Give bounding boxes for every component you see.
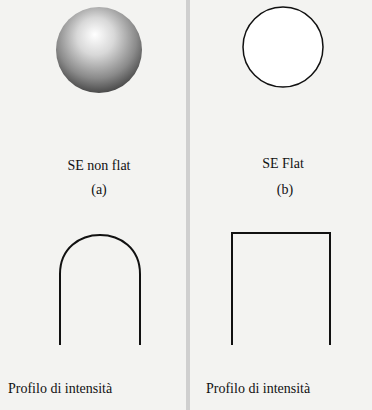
axis-caption: Profilo di intensità — [206, 381, 310, 398]
right-panel — [190, 0, 372, 410]
flat-disc — [243, 7, 323, 87]
panel-letter: (a) — [91, 182, 107, 199]
curved-profile — [60, 235, 140, 345]
left-panel — [0, 0, 186, 410]
axis-caption: Profilo di intensità — [8, 381, 112, 398]
panel-letter: (b) — [277, 182, 293, 199]
panel-label: SE Flat — [262, 156, 304, 173]
panel-label: SE non flat — [68, 158, 131, 175]
shaded-sphere — [56, 7, 142, 93]
flat-profile — [232, 233, 330, 345]
